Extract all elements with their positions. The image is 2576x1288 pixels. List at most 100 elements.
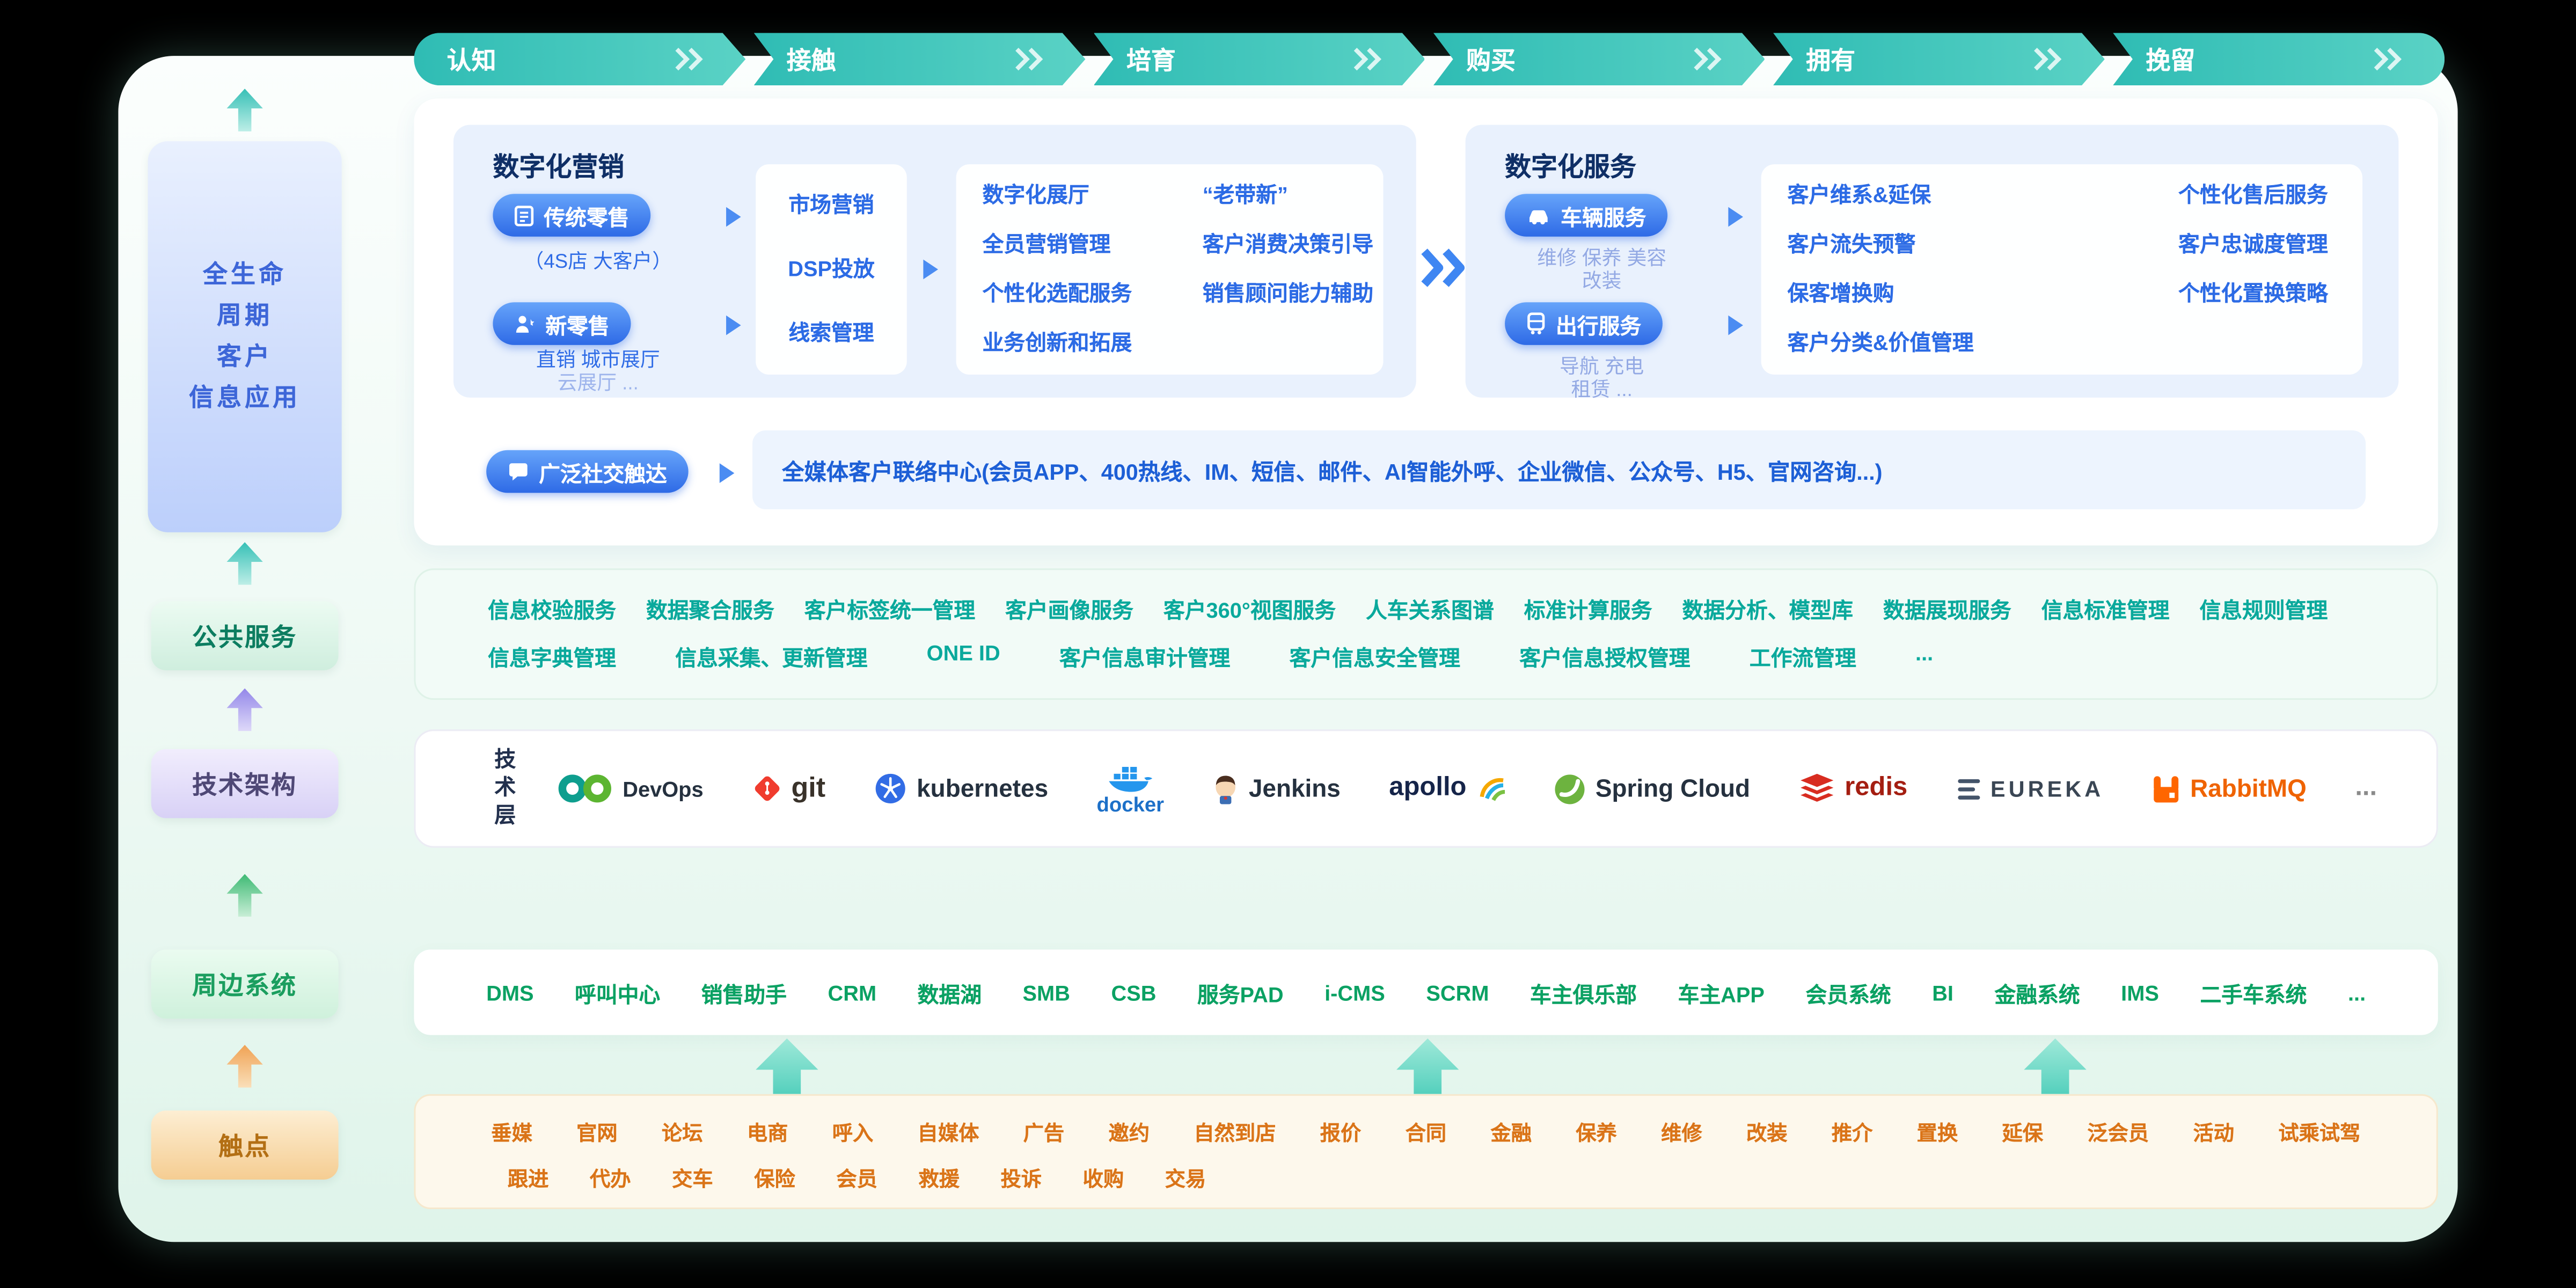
traditional-retail-pill: 传统零售: [493, 194, 651, 237]
service-capability-item: 个性化售后服务: [2178, 182, 2328, 207]
digital-services-panel: 数字化服务 车辆服务 维修 保养 美容 改装 出行服务 导航 充电 租赁 ...…: [1465, 125, 2399, 401]
vehicle-service-label: 车辆服务: [1561, 204, 1646, 230]
touchpoint-item: 试乘试驾: [2278, 1122, 2361, 1145]
sidebar-tech-architecture: 技术架构: [151, 749, 339, 818]
touchpoint-item: 代办: [590, 1168, 631, 1191]
public-service-item: 数据分析、模型库: [1682, 598, 1853, 623]
journey-stage-contact: 接触: [754, 33, 1086, 85]
arrow-right-icon: [923, 259, 938, 280]
sidebar-peripheral-systems: 周边系统: [151, 949, 339, 1019]
peripheral-system-item: i-CMS: [1324, 980, 1385, 1005]
rabbitmq-label: RabbitMQ: [2190, 774, 2307, 803]
service-capability-item: 保客增换购: [1787, 281, 1894, 306]
rabbitmq-icon: [2154, 775, 2179, 802]
touchpoints-row1: 垂媒官网论坛电商呼入自媒体广告邀约自然到店报价合同金融保养维修改装推介置换延保泛…: [415, 1096, 2436, 1147]
jenkins-logo: Jenkins: [1212, 773, 1341, 804]
docker-logo: docker: [1097, 762, 1164, 816]
touchpoint-item: 金融: [1490, 1122, 1532, 1145]
touchpoint-item: 电商: [747, 1122, 788, 1145]
peripheral-system-item: SCRM: [1426, 980, 1489, 1005]
peripheral-system-item: 金融系统: [1994, 982, 2080, 1006]
touchpoint-item: 垂媒: [491, 1122, 532, 1145]
redis-icon: [1800, 773, 1833, 802]
marketing-capability-item: 个性化选配服务: [982, 281, 1132, 306]
touchpoint-item: 报价: [1320, 1122, 1362, 1145]
public-service-item: 客户信息授权管理: [1519, 646, 1690, 670]
public-service-item: 数据展现服务: [1883, 598, 2011, 623]
redis-label: redis: [1845, 773, 1908, 802]
public-service-item: 人车关系图谱: [1365, 598, 1494, 623]
touchpoint-item: 交车: [672, 1168, 713, 1191]
marketing-capability-item: 客户消费决策引导: [1202, 231, 1374, 257]
tech-layer-label: 技术层: [491, 747, 516, 831]
sidebar-label: 技术架构: [192, 771, 298, 800]
peripheral-system-item: 销售助手: [701, 982, 787, 1006]
touchpoint-item: 推介: [1831, 1122, 1873, 1145]
sidebar-label: 触点: [218, 1132, 272, 1161]
jenkins-icon: [1216, 774, 1236, 803]
public-service-item: 数据聚合服务: [646, 598, 774, 623]
public-service-item: 信息标准管理: [2041, 598, 2170, 623]
double-chevron-icon: [1353, 46, 1386, 72]
peripheral-system-item: 车主俱乐部: [1530, 982, 1637, 1006]
git-logo: git: [752, 772, 825, 805]
touchpoint-item: 合同: [1405, 1122, 1447, 1145]
traditional-retail-subtext: （4S店 大客户）: [524, 250, 672, 273]
arrow-right-icon: [1728, 207, 1743, 227]
public-services-card: 信息校验服务数据聚合服务客户标签统一管理客户画像服务客户360°视图服务人车关系…: [414, 568, 2438, 700]
up-arrow-icon: [226, 874, 263, 917]
up-arrow-icon: [756, 1038, 818, 1094]
spring-cloud-label: Spring Cloud: [1595, 774, 1751, 803]
eureka-logo: EUREKA: [1956, 776, 2104, 801]
devops-logo: DevOps: [557, 772, 704, 805]
devops-label: DevOps: [623, 776, 704, 801]
redis-logo: redis: [1799, 773, 1908, 803]
devops-icon: [558, 774, 611, 803]
up-arrow-icon: [1396, 1038, 1459, 1094]
arrow-right-icon: [726, 207, 741, 227]
tech-layer-card: 技术层 DevOps git kubernetes docker Jenkins: [414, 729, 2438, 848]
sidebar-public-services: 公共服务: [151, 601, 339, 670]
spring-cloud-logo: Spring Cloud: [1554, 773, 1750, 804]
marketing-capability-box: 数字化展厅全员营销管理个性化选配服务业务创新和拓展 “老带新”客户消费决策引导销…: [956, 164, 1384, 375]
vehicle-subtext-line1: 维修 保养 美容: [1537, 246, 1667, 270]
journey-stage-label: 接触: [786, 47, 836, 75]
peripheral-system-item: 车主APP: [1678, 982, 1765, 1006]
touchpoint-item: 交易: [1165, 1168, 1206, 1191]
rabbitmq-logo: RabbitMQ: [2153, 774, 2307, 802]
service-capability-item: 个性化置换策略: [2178, 281, 2328, 306]
peripheral-system-item: CRM: [828, 980, 877, 1005]
omni-channel-contact-text: 全媒体客户联络中心(会员APP、400热线、IM、短信、邮件、AI智能外呼、企业…: [782, 460, 1883, 485]
journey-stage-label: 培育: [1126, 47, 1176, 75]
touchpoint-item: 跟进: [507, 1168, 549, 1191]
tech-ellipsis: ...: [2355, 773, 2377, 802]
touchpoint-item: 邀约: [1108, 1122, 1150, 1145]
journey-stage-retain: 挽留: [2113, 33, 2445, 86]
peripheral-system-item: 服务PAD: [1197, 982, 1284, 1006]
vehicle-service-pill: 车辆服务: [1505, 194, 1668, 237]
spring-icon: [1555, 773, 1585, 803]
public-service-item: 客户标签统一管理: [804, 598, 976, 623]
marketing-capability-item: “老带新”: [1202, 182, 1288, 207]
double-chevron-icon: [2032, 46, 2065, 72]
eureka-label: EUREKA: [1990, 776, 2104, 801]
touchpoint-item: 改装: [1746, 1122, 1788, 1145]
journey-stage-label: 认知: [447, 47, 496, 75]
double-chevron-icon: [674, 46, 706, 72]
sidebar-label: 公共服务: [192, 623, 298, 652]
touchpoint-item: 呼入: [832, 1122, 874, 1145]
docker-icon: [1109, 766, 1153, 791]
tech-logo-row: DevOps git kubernetes docker Jenkins apo…: [557, 731, 2377, 846]
marketing-funnel-item: 市场营销: [788, 193, 874, 218]
sidebar-touchpoints: 触点: [151, 1110, 339, 1180]
journey-stage-label: 挽留: [2146, 47, 2196, 75]
touchpoint-item: 投诉: [1000, 1168, 1042, 1191]
service-capability-item: 客户忠诚度管理: [2178, 231, 2328, 257]
public-service-item: 客户信息审计管理: [1059, 646, 1231, 670]
touchpoint-item: 泛会员: [2087, 1122, 2149, 1145]
travel-subtext-line2: 租赁 ...: [1571, 378, 1633, 401]
marketing-funnel-item: 线索管理: [788, 319, 874, 345]
